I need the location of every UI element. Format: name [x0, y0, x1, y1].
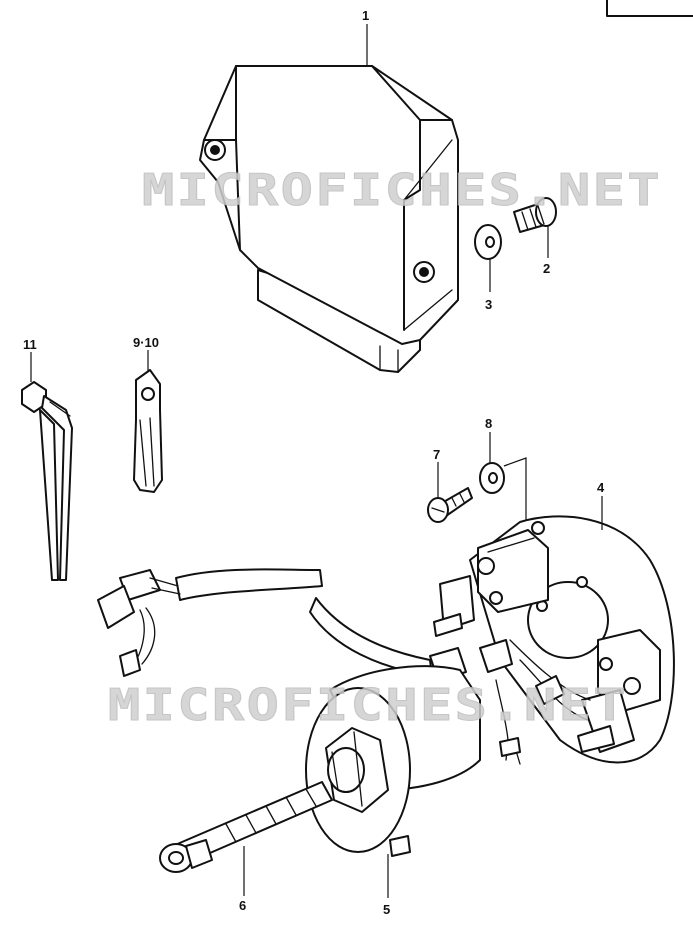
washer-part-8: [479, 462, 505, 494]
washer-part-3: [474, 224, 502, 260]
watermark-top: MICROFICHES.NET: [142, 165, 662, 216]
watermark-bottom: MICROFICHES.NET: [108, 680, 628, 731]
leader-lines: [30, 24, 603, 898]
screw-part-2: [513, 197, 557, 233]
callout-5: 5: [383, 902, 390, 917]
control-unit-box: [199, 65, 459, 373]
wire-harness: [97, 568, 467, 681]
callout-8: 8: [485, 416, 492, 431]
callout-6: 6: [239, 898, 246, 913]
callout-4: 4: [597, 480, 605, 495]
pickup-base-plate-part-4: [433, 515, 675, 765]
callout-3: 3: [485, 297, 492, 312]
cable-tie-part-11: [21, 381, 73, 581]
callout-1: 1: [362, 8, 369, 23]
callout-2: 2: [543, 261, 550, 276]
callout-7: 7: [433, 447, 440, 462]
frame-corner: [606, 0, 693, 17]
callout-11: 11: [23, 337, 37, 352]
clamp-part-9-10: [133, 369, 163, 493]
callout-9-10: 9·10: [133, 335, 159, 350]
rotor-part-5: [305, 665, 481, 857]
bolt-part-6: [159, 781, 333, 873]
screw-part-7: [427, 487, 473, 523]
